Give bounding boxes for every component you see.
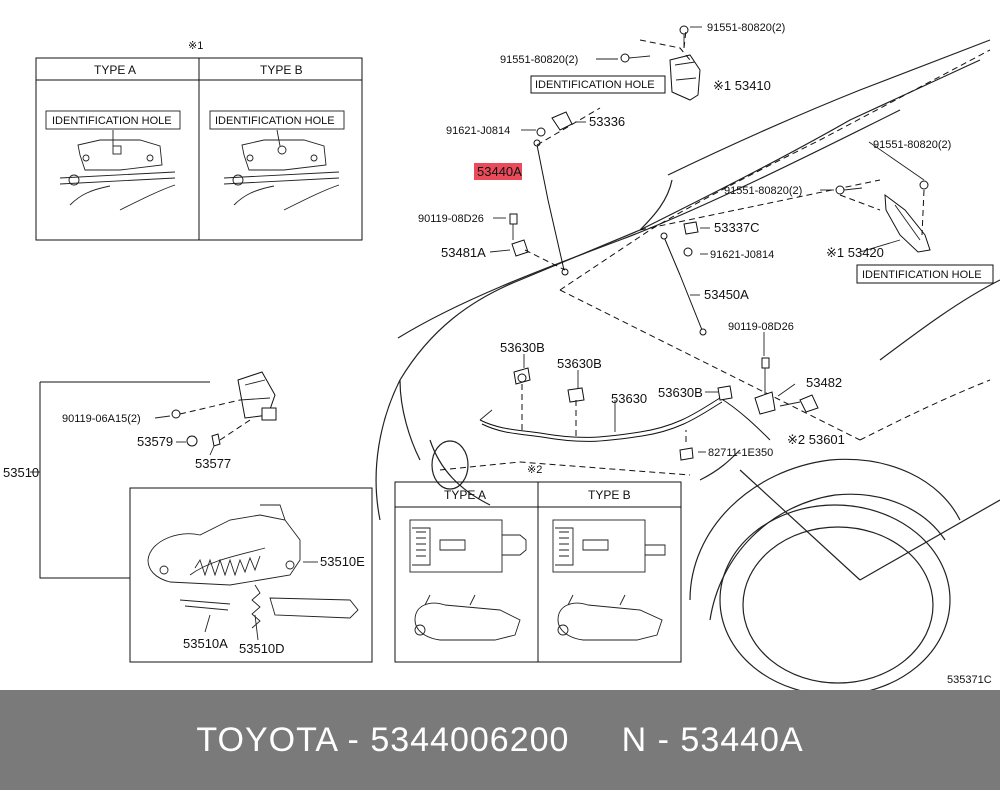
label-53420: ※1 53420 — [826, 245, 884, 260]
label-90119-right: 90119-08D26 — [728, 321, 794, 333]
inset1-id-hole-a: IDENTIFICATION HOLE — [52, 115, 172, 127]
label-91551-top-right: 91551-80820(2) — [707, 22, 785, 34]
stay-bracket-53481A — [509, 213, 566, 271]
id-hole-right-box — [856, 264, 994, 284]
label-53601: ※2 53601 — [787, 432, 845, 447]
car-body-outline — [375, 39, 1000, 690]
highlight-box-53440A — [474, 163, 522, 180]
label-53630B-1: 53630B — [500, 340, 545, 355]
label-id-hole-right: IDENTIFICATION HOLE — [862, 269, 982, 281]
label-53510E: 53510E — [320, 554, 365, 569]
bracket-53482 — [754, 357, 819, 415]
label-91551-right-mid: 91551-80820(2) — [724, 185, 802, 197]
inset2-type-a: TYPE A — [444, 488, 486, 502]
label-53337C: 53337C — [714, 220, 760, 235]
note-mark-1: ※1 — [188, 40, 203, 52]
label-53481A: 53481A — [441, 245, 486, 260]
label-53630B-3: 53630B — [658, 385, 703, 400]
hood-lock-53510 — [30, 371, 277, 579]
latch-detail-box — [129, 487, 373, 663]
label-91551-right-top: 91551-80820(2) — [873, 139, 951, 151]
label-91551-top-left: 91551-80820(2) — [500, 54, 578, 66]
hood-hinge-right — [835, 180, 931, 253]
label-91621-right: 91621-J0814 — [710, 249, 774, 261]
label-53630: 53630 — [611, 391, 647, 406]
diagram-ref-number: 535371C — [947, 674, 992, 686]
label-82711: 82711-1E350 — [708, 447, 773, 459]
inset1-type-a: TYPE A — [94, 63, 136, 77]
label-id-hole-top: IDENTIFICATION HOLE — [535, 79, 655, 91]
inset2-type-b: TYPE B — [588, 488, 631, 502]
hood-hinge-top — [620, 25, 701, 101]
inset-clamp-types — [394, 481, 682, 663]
label-91621-top: 91621-J0814 — [446, 125, 510, 137]
label-53630B-2: 53630B — [557, 356, 602, 371]
hood-release-cable-53630 — [479, 367, 771, 461]
label-53510: 53510 — [3, 465, 39, 480]
label-53577: 53577 — [195, 456, 231, 471]
callout-labels: ※1 TYPE A TYPE B IDENTIFICATION HOLE IDE… — [3, 22, 994, 686]
id-hole-top-box — [530, 75, 666, 94]
part-number-footer: TOYOTA - 5344006200 N - 53440A — [0, 690, 1000, 790]
label-53450A: 53450A — [704, 287, 749, 302]
label-53510D: 53510D — [239, 641, 285, 656]
label-53579: 53579 — [137, 434, 173, 449]
label-53510A: 53510A — [183, 636, 228, 651]
leader-lines — [154, 26, 925, 456]
label-53440A: 53440A — [477, 164, 522, 179]
diagram-canvas: ※1 TYPE A TYPE B IDENTIFICATION HOLE IDE… — [3, 22, 1000, 690]
note-mark-2: ※2 — [527, 464, 542, 476]
label-90119-left: 90119-08D26 — [418, 213, 484, 225]
inset-hinge-types — [35, 57, 363, 241]
hood-support-strut-53440A — [533, 107, 601, 276]
label-90119-06A15: 90119-06A15(2) — [62, 413, 141, 425]
hood-support-strut-53450A — [660, 221, 707, 336]
label-53410: ※1 53410 — [713, 78, 771, 93]
label-53482: 53482 — [806, 375, 842, 390]
inset1-type-b: TYPE B — [260, 63, 303, 77]
label-53336: 53336 — [589, 114, 625, 129]
inset1-id-hole-b: IDENTIFICATION HOLE — [215, 115, 335, 127]
